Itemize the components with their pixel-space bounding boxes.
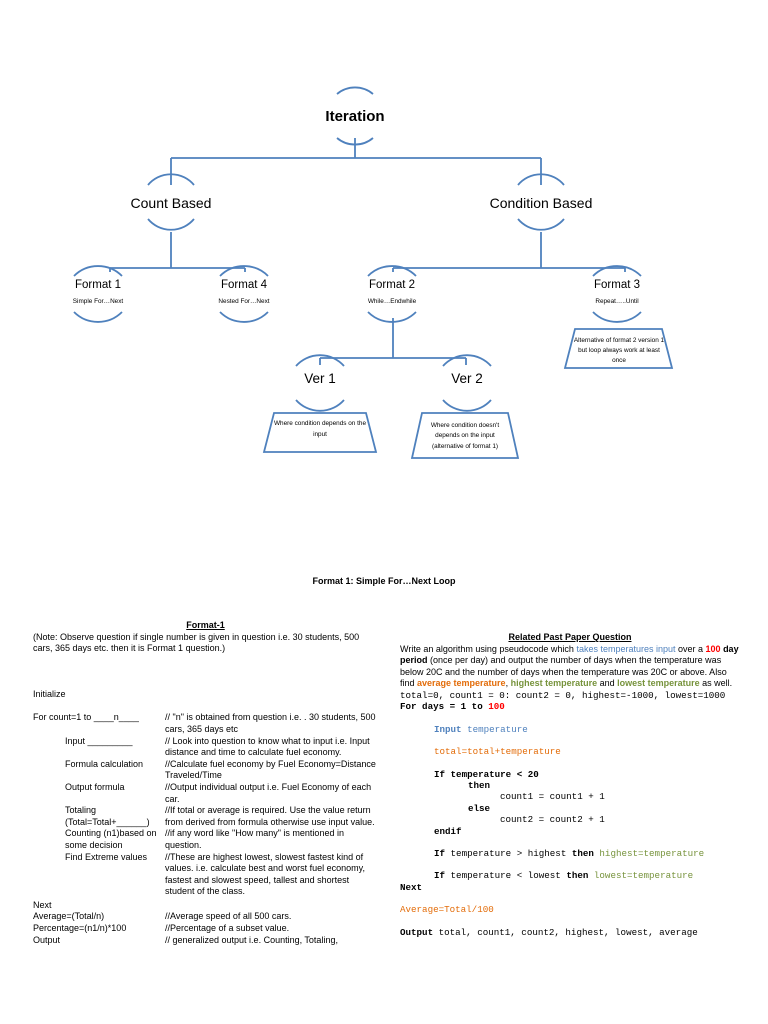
step-comment: // generalized output i.e. Counting, Tot…	[165, 934, 338, 945]
step-code: Formula calculation	[65, 758, 144, 769]
step-code: Output	[33, 934, 61, 945]
connector-count	[109, 232, 246, 272]
step-row: Output // generalized output i.e. Countin…	[33, 935, 378, 947]
code-if-highest: If temperature > highest then highest=te…	[434, 848, 705, 860]
next-label: Next	[33, 899, 52, 910]
step-comment: //Calculate fuel economy by Fuel Economy…	[165, 758, 376, 781]
code-average: Average=Total/100	[400, 904, 494, 916]
format3-label: Format 3	[594, 279, 640, 291]
code-endif: endif	[434, 825, 462, 837]
ver1-note-box	[262, 412, 378, 453]
step-comment: // Look into question to know what to in…	[165, 735, 370, 758]
step-code: Input _________	[65, 735, 133, 746]
format3-note-line2: but loop always work at least	[578, 347, 660, 354]
connector-condition	[392, 232, 626, 272]
past-paper-question: Related Past Paper Question Write an alg…	[400, 632, 740, 938]
iteration-diagram: Iteration Count Based Condition Based Fo…	[73, 86, 674, 459]
ver2-note-box	[410, 412, 520, 459]
code-then: then	[468, 780, 491, 791]
step-row: Percentage=(n1/n)*100 //Percentage of a s…	[33, 923, 378, 935]
step-row: Average=(Total/n) //Average speed of all …	[33, 911, 378, 923]
connector-root	[170, 138, 542, 185]
section-title: Format 1: Simple For…Next Loop	[312, 576, 456, 586]
format1-note: (Note: Observe question if single number…	[33, 631, 360, 654]
step-row: Counting (n1)based on some decision //if …	[33, 828, 378, 851]
code-if1: If temperature < 20	[434, 768, 539, 780]
past-paper-heading: Related Past Paper Question	[508, 632, 632, 642]
format1-explanation: Format-1 (Note: Observe question if sing…	[33, 620, 378, 946]
step-row: Formula calculation //Calculate fuel econ…	[33, 759, 378, 782]
code-else: else	[468, 802, 491, 814]
ver2-note-line3: (alternative of format 1)	[432, 443, 498, 450]
ver1-label: Ver 1	[304, 371, 336, 386]
format1-steps: For count=1 to ____n____ // "n" is obtain…	[33, 712, 378, 898]
step-row: Totaling (Total=Total+______) //If total …	[33, 805, 378, 828]
step-row: Output formula //Output individual output…	[33, 782, 378, 805]
code-for: For days = 1 to 100	[400, 701, 505, 713]
code-count2: count2 = count2 + 1	[500, 814, 605, 826]
step-comment: //Output individual output i.e. Fuel Eco…	[165, 781, 372, 804]
count-based-label: Count Based	[131, 195, 212, 211]
step-comment: //Average speed of all 500 cars.	[165, 911, 292, 922]
step-code: Output formula	[65, 781, 125, 792]
format1-label: Format 1	[75, 279, 121, 291]
code-input: Input temperature	[434, 723, 528, 735]
connector-format2	[319, 318, 467, 365]
iteration-label: Iteration	[325, 108, 384, 125]
step-code: Counting (n1)based on some decision	[65, 828, 157, 850]
format1-sub: Simple For…Next	[73, 298, 124, 305]
step-comment: //if any word like "How many" is mention…	[165, 828, 344, 850]
condition-based-label: Condition Based	[490, 195, 593, 211]
ver1-note-line1: Where condition depends on the	[274, 420, 366, 427]
format2-sub: While…Endwhile	[368, 298, 417, 305]
step-comment: //Percentage of a subset value.	[165, 923, 290, 934]
format2-label: Format 2	[369, 279, 415, 291]
step-comment: //If total or average is required. Use t…	[165, 805, 375, 827]
format3-sub: Repeat…..Until	[595, 298, 638, 305]
step-comment: // "n" is obtained from question i.e. . …	[165, 712, 376, 734]
step-row: For count=1 to ____n____ // "n" is obtain…	[33, 712, 378, 735]
question-text: Write an algorithm using pseudocode whic…	[400, 643, 739, 689]
code-count1: count1 = count1 + 1	[500, 791, 605, 803]
step-code: Average=(Total/n)	[33, 911, 105, 922]
format1-final-steps: Average=(Total/n) //Average speed of all …	[33, 911, 378, 946]
format4-label: Format 4	[221, 279, 268, 291]
format4-sub: Nested For…Next	[218, 298, 269, 305]
step-code: Find Extreme values	[65, 851, 148, 862]
code-next: Next	[400, 881, 423, 893]
step-code: Totaling (Total=Total+______)	[65, 805, 150, 827]
step-row: Input _________ // Look into question to …	[33, 736, 378, 759]
format3-note-box	[563, 328, 674, 369]
format1-heading: Format-1	[186, 620, 225, 630]
format3-note-line3: once	[612, 357, 626, 364]
ver1-note-line2: input	[313, 431, 327, 438]
code-output: Output total, count1, count2, highest, l…	[400, 926, 698, 938]
code-total: total=total+temperature	[434, 746, 561, 758]
step-row: Find Extreme values //These are highest l…	[33, 852, 378, 898]
ver2-note-line1: Where condition doesn't	[431, 422, 500, 429]
format3-note-line1: Alternative of format 2 version 1	[574, 337, 665, 344]
ver2-label: Ver 2	[451, 371, 483, 386]
ver2-note-line2: depends on the input	[435, 432, 495, 439]
step-code: For count=1 to ____n____	[33, 712, 139, 723]
code-if-lowest: If temperature < lowest then lowest=temp…	[434, 870, 694, 882]
initialize-label: Initialize	[33, 688, 66, 699]
step-comment: //These are highest lowest, slowest fast…	[165, 851, 365, 897]
code-init: total=0, count1 = 0: count2 = 0, highest…	[400, 689, 726, 701]
step-code: Percentage=(n1/n)*100	[33, 923, 127, 934]
